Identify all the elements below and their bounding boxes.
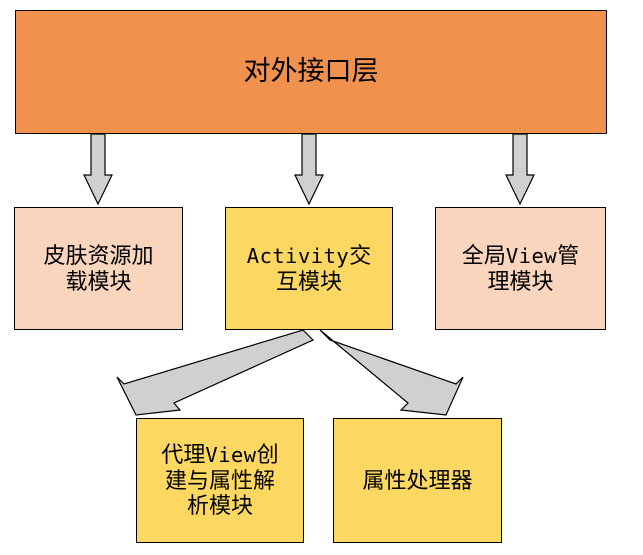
node-skin-resource-module[interactable]: 皮肤资源加 载模块 <box>14 207 183 330</box>
node-interface-layer[interactable]: 对外接口层 <box>15 10 607 134</box>
node-proxy-view-creator-module-label: 代理View创 建与属性解 析模块 <box>137 442 303 520</box>
node-global-view-manager-module-label-mono: View <box>505 243 558 268</box>
edge-interface-to-activity-arrow <box>294 133 324 206</box>
edge-activity-to-proxyview-arrow <box>116 329 315 416</box>
node-proxy-view-creator-module-label-suffix: 创 建与属性解 析模块 <box>164 441 279 519</box>
node-proxy-view-creator-module[interactable]: 代理View创 建与属性解 析模块 <box>136 418 304 543</box>
edge-activity-to-attrproc-arrow <box>319 329 464 416</box>
node-attribute-processor-module[interactable]: 属性处理器 <box>333 418 502 543</box>
node-proxy-view-creator-module-label-mono: View <box>205 442 257 467</box>
node-activity-interaction-module[interactable]: Activity交 互模块 <box>225 207 393 330</box>
node-proxy-view-creator-module-label-prefix: 代理 <box>161 441 206 467</box>
node-global-view-manager-module-label-suffix: 管 理模块 <box>487 242 580 294</box>
node-attribute-processor-module-label: 属性处理器 <box>362 467 473 493</box>
node-interface-layer-label: 对外接口层 <box>243 56 379 87</box>
node-global-view-manager-module[interactable]: 全局View管 理模块 <box>435 207 606 330</box>
edge-interface-to-skin-arrow <box>83 133 113 206</box>
edge-interface-to-globalview-arrow <box>505 133 535 206</box>
node-activity-interaction-module-label: Activity交 互模块 <box>226 243 392 295</box>
node-activity-interaction-module-label-suffix: 交 互模块 <box>275 242 372 294</box>
node-global-view-manager-module-label-prefix: 全局 <box>461 242 506 268</box>
node-global-view-manager-module-label: 全局View管 理模块 <box>436 243 605 295</box>
node-skin-resource-module-label: 皮肤资源加 载模块 <box>43 242 154 294</box>
node-activity-interaction-module-label-prefix: Activity <box>246 243 350 268</box>
